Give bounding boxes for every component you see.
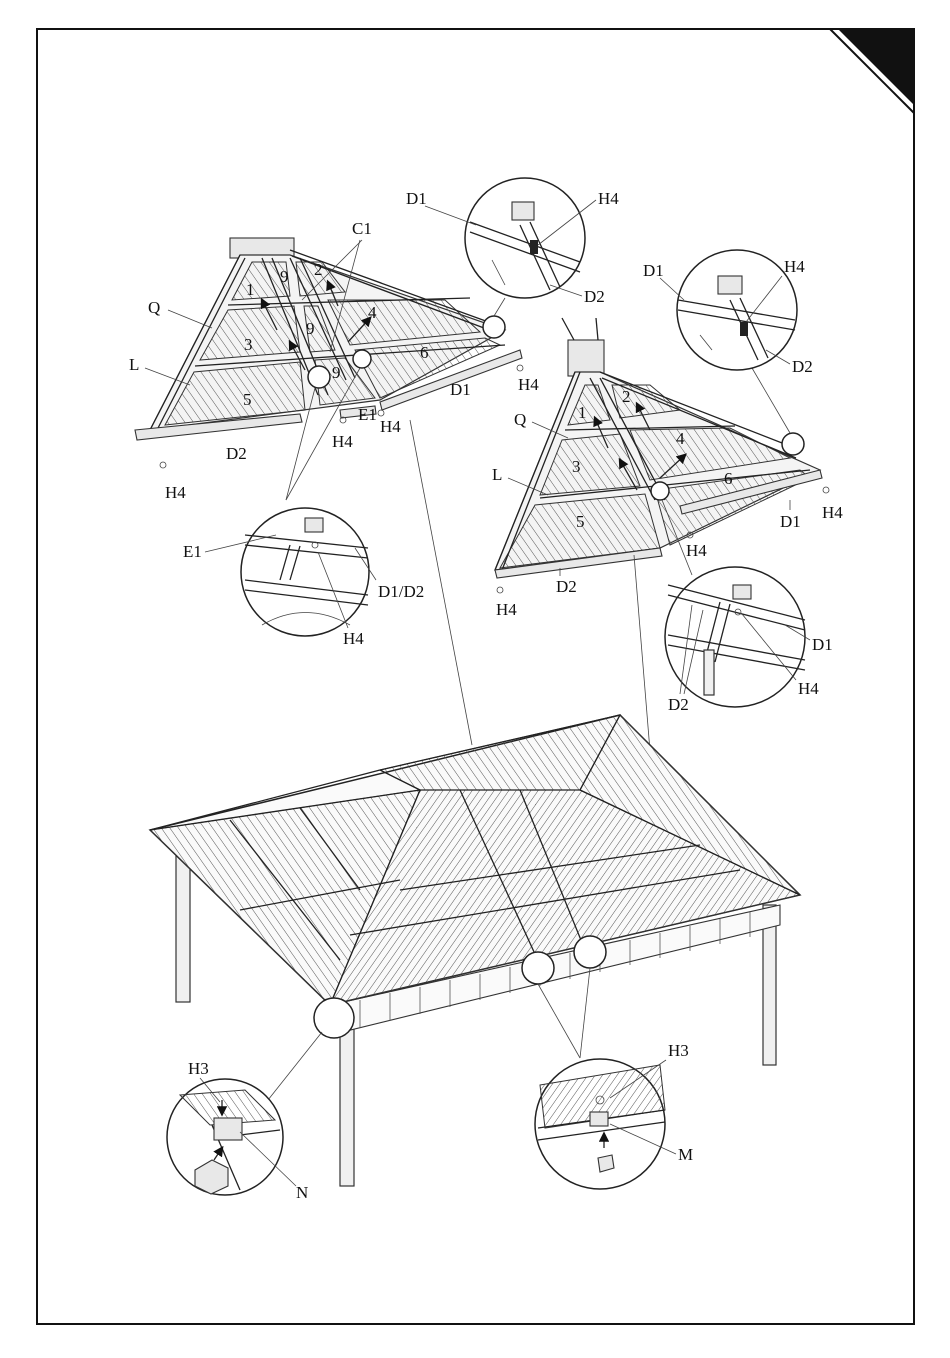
label-l-right: L — [492, 465, 502, 484]
label-d1d2-detail: D1/D2 — [378, 582, 424, 601]
label-e1-left: E1 — [358, 405, 377, 424]
label-h4-detail-right: H4 — [798, 679, 819, 698]
panel-number-6-left: 6 — [420, 343, 429, 362]
label-h4-right-a: H4 — [496, 600, 517, 619]
panel-number-9b: 9 — [306, 319, 315, 338]
label-e1-detail: E1 — [183, 542, 202, 561]
label-m: M — [678, 1145, 693, 1164]
panel-number-2-right: 2 — [622, 387, 631, 406]
panel-number-3-left: 3 — [244, 335, 253, 354]
detail-circle-bottom-left-n — [167, 1032, 322, 1195]
label-d1-right-bottom: D1 — [780, 512, 801, 531]
label-q-right: Q — [514, 410, 526, 429]
label-d2-detail-tr: D2 — [792, 357, 813, 376]
label-d1-detail-right: D1 — [812, 635, 833, 654]
panel-number-4-right: 4 — [676, 429, 685, 448]
label-n: N — [296, 1183, 308, 1202]
label-h4-detail-tr: H4 — [784, 257, 805, 276]
right-roof-top-cap — [568, 340, 604, 376]
label-h4-left-a: H4 — [165, 483, 186, 502]
panel-number-5-left: 5 — [243, 390, 252, 409]
label-c1: C1 — [352, 219, 372, 238]
label-l-left: L — [129, 355, 139, 374]
label-d1-detail-tl: D1 — [406, 189, 427, 208]
panel-number-4-left: 4 — [368, 303, 377, 322]
panel-number-9c: 9 — [332, 363, 341, 382]
panel-number-1-right: 1 — [578, 403, 587, 422]
label-h4-detail-tl: H4 — [598, 189, 619, 208]
label-d2-detail-right: D2 — [668, 695, 689, 714]
label-h4-left-d: H4 — [518, 375, 539, 394]
label-d1-detail-tr: D1 — [643, 261, 664, 280]
panel-number-2-left: 2 — [314, 260, 323, 279]
detail-circle-top-right — [677, 250, 797, 433]
label-h3-right: H3 — [668, 1041, 689, 1060]
panel-number-1-left: 1 — [246, 280, 255, 299]
label-h4-right-c: H4 — [822, 503, 843, 522]
label-d2-detail-tl: D2 — [584, 287, 605, 306]
corner-tab-mark — [830, 29, 914, 113]
panel-number-3-right: 3 — [572, 457, 581, 476]
label-h4-left-c: H4 — [380, 417, 401, 436]
label-d2-left-bottom: D2 — [226, 444, 247, 463]
detail-circle-bottom-right-m — [535, 968, 665, 1189]
panel-number-9a: 9 — [280, 267, 289, 286]
label-q-left: Q — [148, 298, 160, 317]
panel-number-6-right: 6 — [724, 469, 733, 488]
label-d2-right-bottom: D2 — [556, 577, 577, 596]
detail-circle-top-left — [465, 178, 585, 316]
label-h3-left: H3 — [188, 1059, 209, 1078]
label-d1-left-bottom: D1 — [450, 380, 471, 399]
right-roof-section — [495, 318, 829, 593]
label-h4-detail-left: H4 — [343, 629, 364, 648]
label-h4-right-b: H4 — [686, 541, 707, 560]
label-h4-left-b: H4 — [332, 432, 353, 451]
gazebo-post-back-left — [176, 850, 190, 1002]
panel-number-5-right: 5 — [576, 512, 585, 531]
